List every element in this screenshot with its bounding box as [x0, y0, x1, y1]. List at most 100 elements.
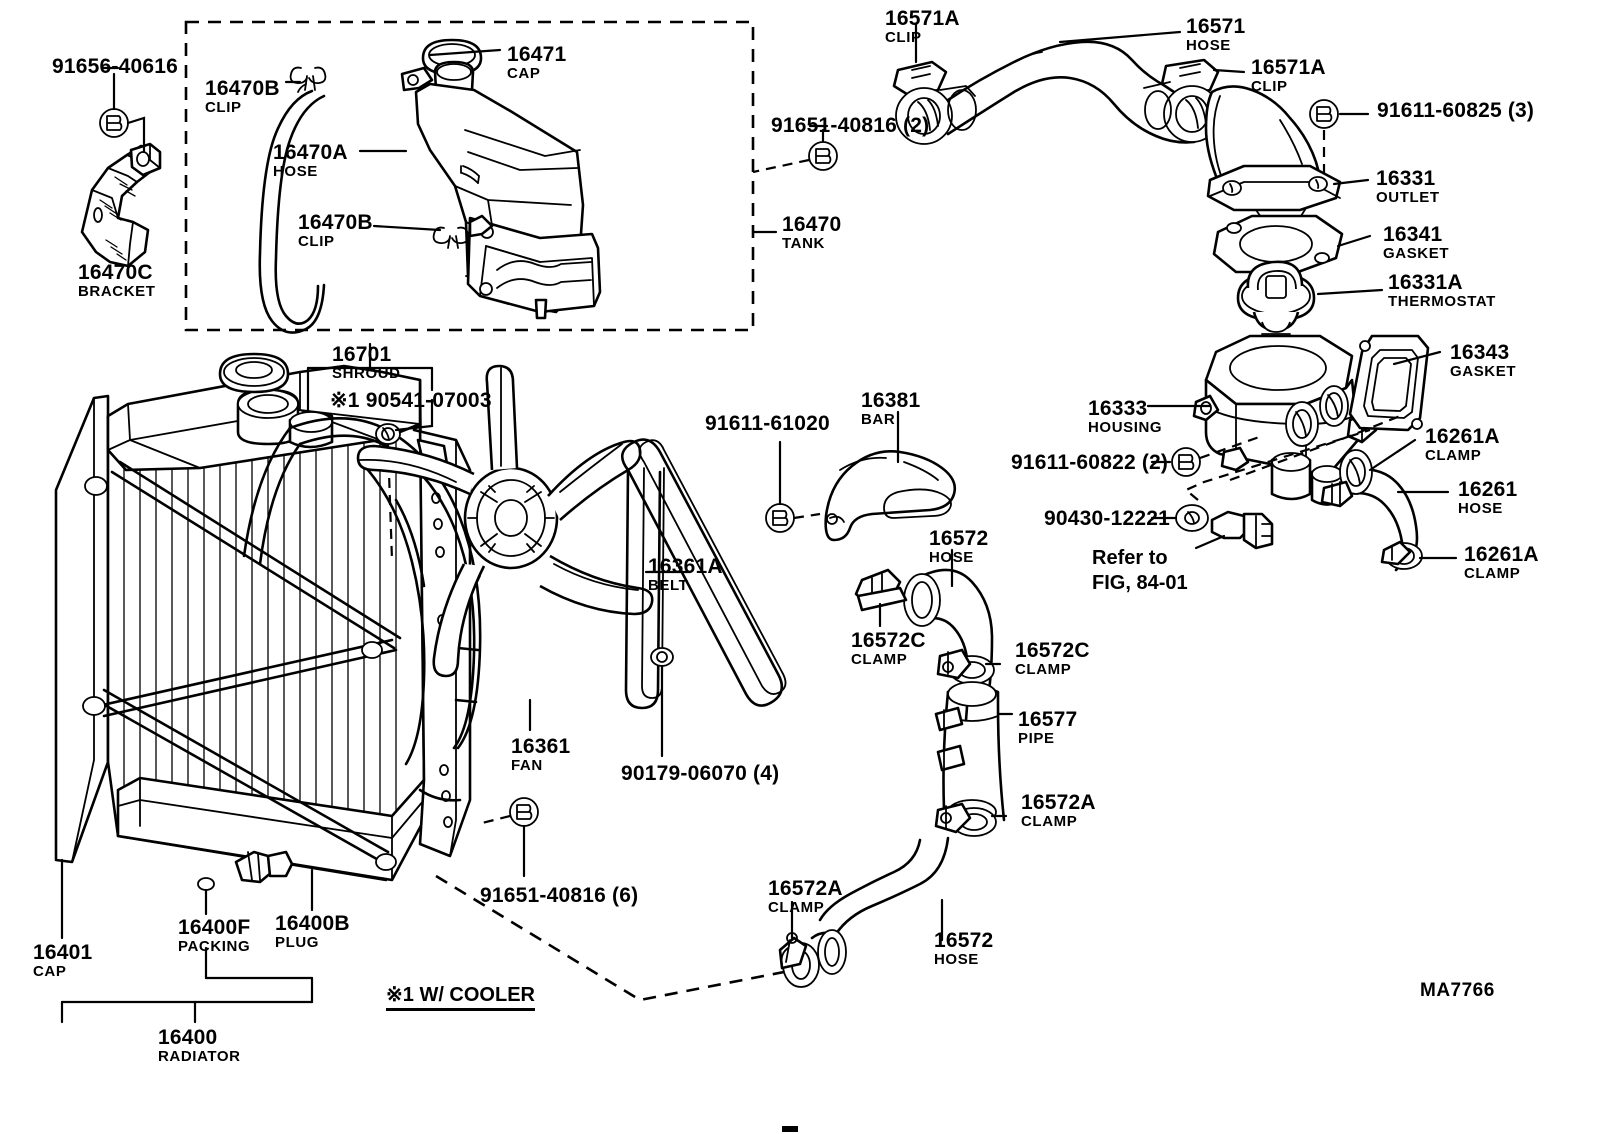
part-label-90179-060704: 90179-06070 (4) [621, 763, 779, 784]
part-description: BELT [648, 577, 689, 594]
part-number: 16261A [1425, 425, 1500, 448]
bracket-16470C-illustration [80, 142, 162, 268]
part-number: 16400F [178, 916, 251, 939]
part-number: 90430-12221 [1044, 507, 1170, 530]
part-number: 90179-06070 (4) [621, 762, 780, 785]
part-label-91611-608253: 91611-60825 (3) [1377, 100, 1534, 121]
part-number: 16261A [1464, 543, 1539, 566]
part-number: 16331A [1388, 271, 1463, 294]
part-number: 16333 [1088, 397, 1148, 420]
part-description: CLAMP [1425, 447, 1482, 464]
part-description: HOSE [934, 951, 979, 968]
callout-b-91611-60825 [1309, 99, 1370, 186]
part-label-91611-608222: 91611-60822 (2) [1011, 452, 1168, 473]
part-description: CLIP [885, 29, 922, 46]
part-number: 16577 [1018, 708, 1078, 731]
part-number: 16401 [33, 941, 93, 964]
part-description: CLIP [205, 99, 242, 116]
footnote-w-cooler: ※1 W/ COOLER [386, 982, 535, 1011]
part-number: 16331 [1376, 167, 1436, 190]
part-description: RADIATOR [158, 1048, 241, 1065]
callout-b-91651-40816-6 [477, 797, 539, 878]
reserve-tank-group-box [184, 20, 755, 332]
part-number: 91611-60825 (3) [1377, 99, 1535, 122]
radiator-16400-illustration [54, 352, 472, 891]
thermostat-16331A-illustration [1236, 260, 1384, 347]
part-number: 91611-60822 (2) [1011, 451, 1169, 474]
clip-16470B-bottom-illustration [432, 226, 470, 249]
part-number: 16470C [78, 261, 153, 284]
hose-16470A-illustration [258, 83, 326, 334]
part-description: THERMOSTAT [1388, 293, 1496, 310]
part-description: GASKET [1383, 245, 1450, 262]
part-number: 16572C [851, 629, 926, 652]
part-number: 16571A [885, 7, 960, 30]
part-description: CLIP [1251, 78, 1288, 95]
part-number: 16471 [507, 43, 567, 66]
bottom-bracket-leaders [60, 858, 314, 1024]
part-description: BAR [861, 411, 896, 428]
leaders-16571 [914, 22, 1246, 74]
part-description: HOSE [273, 163, 318, 180]
part-number: 16400B [275, 912, 350, 935]
nut-90179-illustration [650, 647, 674, 758]
part-number: 16571 [1186, 15, 1246, 38]
part-description: GASKET [1450, 363, 1517, 380]
housing-16333-illustration [1146, 334, 1378, 506]
refer-line1: Refer to [1092, 547, 1168, 569]
clip-16470B-top-illustration [289, 66, 327, 91]
part-number: 16343 [1450, 341, 1510, 364]
part-description: CAP [507, 65, 541, 82]
part-label-91611-61020: 91611-61020 [705, 413, 830, 434]
part-label-90430-12221: 90430-12221 [1044, 508, 1170, 529]
fan-16361-illustration [356, 364, 654, 732]
part-description: FAN [511, 757, 543, 774]
exploded-dashed-center [435, 874, 785, 1002]
part-description: OUTLET [1376, 189, 1440, 206]
part-description: HOSE [929, 549, 974, 566]
part-number: 91611-61020 [705, 412, 830, 435]
clip-16571A-left-illustration [892, 60, 977, 145]
part-description: CLAMP [768, 899, 825, 916]
part-number: 16572A [1021, 791, 1096, 814]
part-number: 91651-40816 (2) [771, 114, 930, 137]
bar-16381-illustration [824, 410, 957, 542]
part-label-91651-408162: 91651-40816 (2) [771, 115, 929, 136]
part-label-91656-40616: 91656-40616 [52, 56, 178, 77]
part-number: 16361A [648, 555, 723, 578]
gasket-16341-illustration [1212, 214, 1372, 274]
exploded-dashed-right [1183, 414, 1401, 501]
part-label-91651-408166: 91651-40816 (6) [480, 885, 638, 906]
tank-group-leaders [284, 48, 838, 234]
refer-to-note: Refer to FIG, 84-01 [1092, 546, 1188, 596]
callout-b-91611-61020 [765, 440, 821, 533]
part-description: CLIP [298, 233, 335, 250]
lower-hose-pipe-illustration [778, 548, 1014, 988]
refer-line2: FIG, 84-01 [1092, 572, 1188, 594]
part-number: 91651-40816 (6) [480, 884, 639, 907]
part-number: 16470B [205, 77, 280, 100]
part-description: CAP [33, 963, 67, 980]
reserve-tank-16470-illustration [400, 38, 602, 320]
part-description: CLAMP [1015, 661, 1072, 678]
